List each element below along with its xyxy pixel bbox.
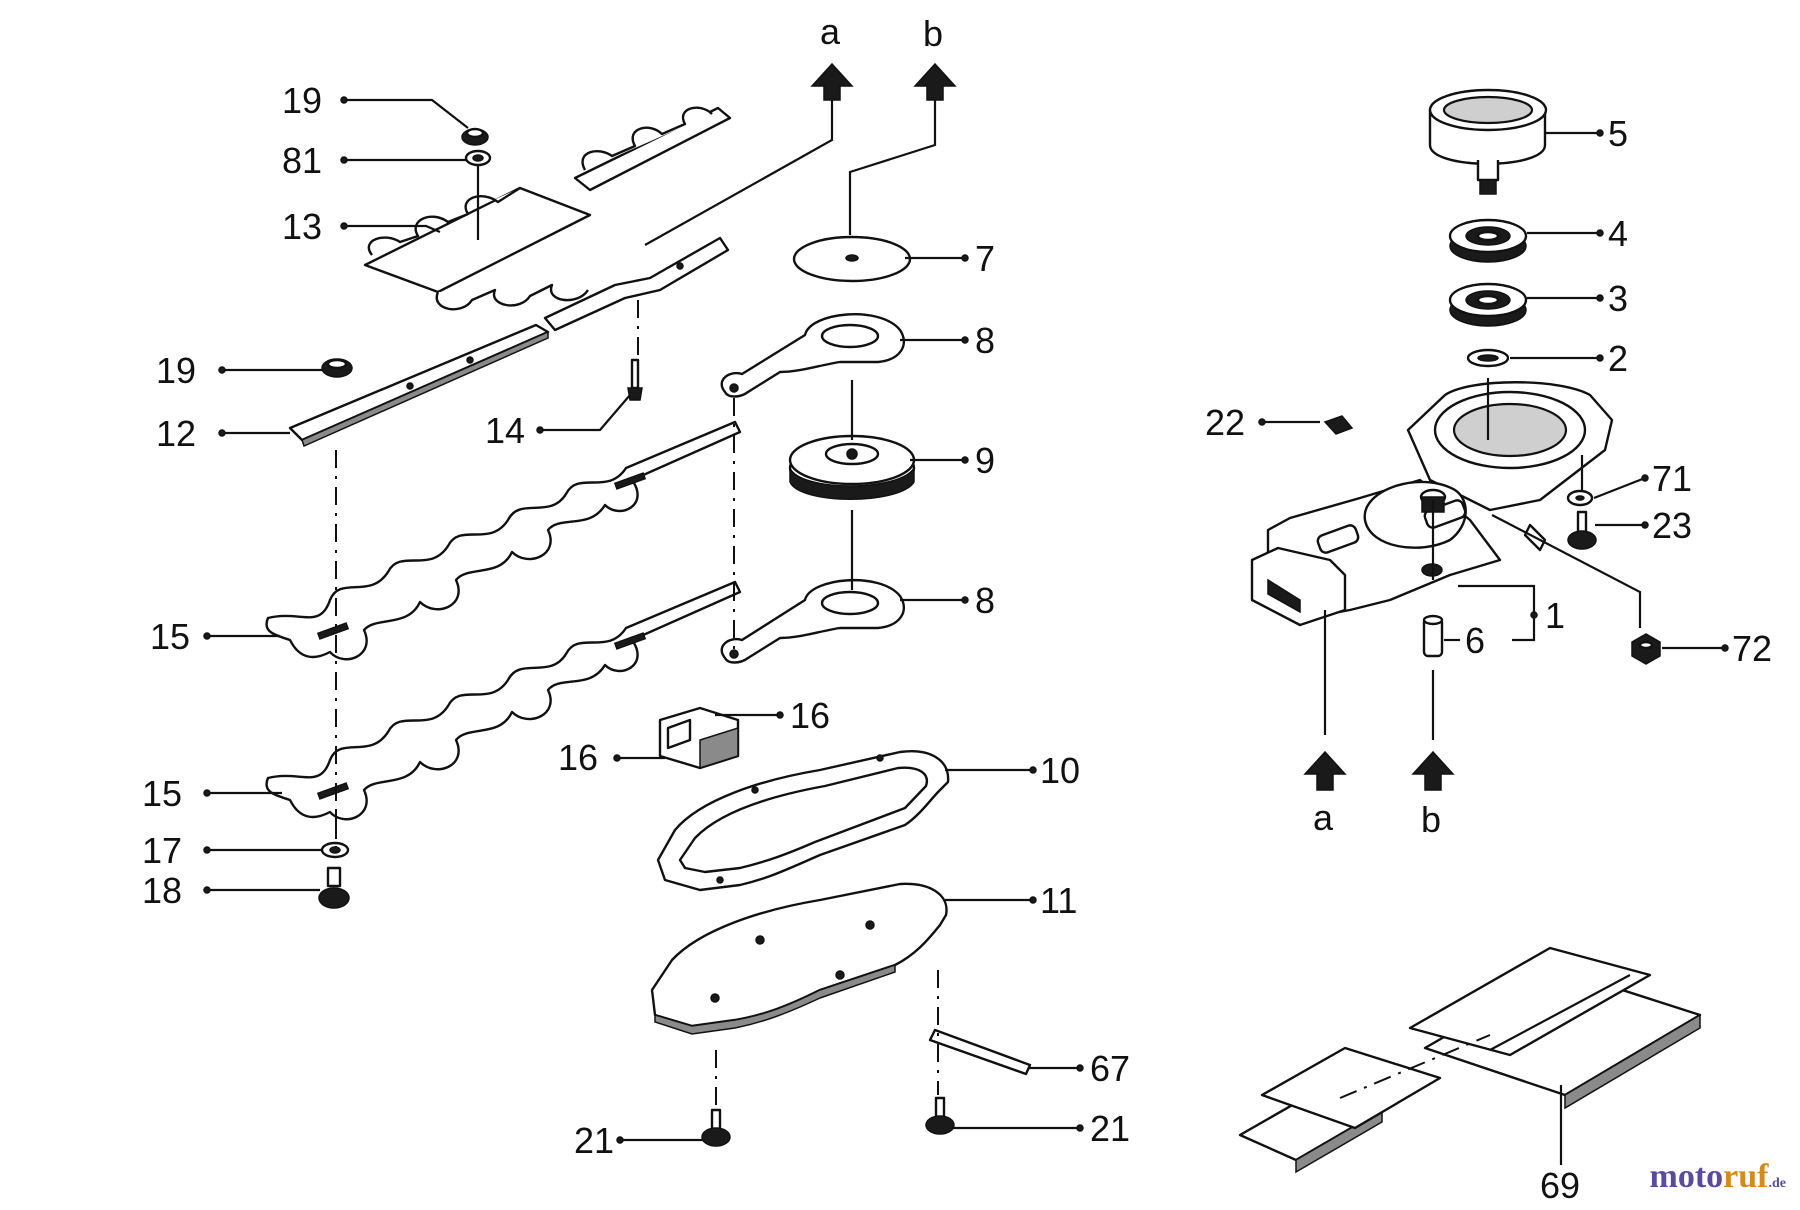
callout-18: 18 — [142, 870, 182, 911]
part-19-nut-top — [461, 127, 489, 146]
part-13-guard-blade — [363, 106, 732, 311]
part-16-clips — [658, 706, 740, 770]
callout-12: 12 — [156, 413, 196, 454]
part-15-cutter-blade-lower — [265, 580, 742, 821]
part-21-screw-right — [925, 1096, 955, 1135]
callout-11: 11 — [1040, 880, 1077, 921]
part-8-cam-plate-upper — [720, 313, 906, 398]
callout-19-top: 19 — [282, 80, 322, 121]
arrow-b-bottom — [1411, 750, 1455, 791]
part-5-cap — [1428, 88, 1548, 195]
part-8-cam-plate-lower — [720, 578, 906, 664]
connector-b-bottom: b — [1421, 799, 1441, 840]
part-12-connecting-bar — [288, 236, 730, 448]
leader-lines — [203, 96, 1729, 1165]
part-3-bearing — [1448, 282, 1528, 327]
part-23-screw — [1567, 510, 1597, 550]
watermark-brand-a: moto — [1649, 1158, 1724, 1195]
part-67-pin — [928, 1028, 1032, 1076]
callout-19-lower: 19 — [156, 350, 196, 391]
part-10-gasket — [656, 750, 950, 892]
callout-14: 14 — [485, 410, 525, 451]
connector-a-bottom: a — [1313, 797, 1334, 838]
part-11-cover-plate — [650, 882, 948, 1035]
callout-15-lower: 15 — [142, 773, 182, 814]
part-4-bearing — [1448, 218, 1528, 263]
callout-7: 7 — [975, 238, 995, 279]
part-17-washer — [320, 841, 350, 859]
arrow-b-top — [913, 62, 957, 101]
callout-17: 17 — [142, 830, 182, 871]
callout-81: 81 — [282, 140, 322, 181]
part-6-pin — [1422, 614, 1444, 658]
callout-22: 22 — [1205, 402, 1245, 443]
callout-23: 23 — [1652, 505, 1692, 546]
callout-8-upper: 8 — [975, 320, 995, 361]
callout-15-upper: 15 — [150, 616, 190, 657]
part-81-washer — [464, 149, 492, 167]
part-9-gear — [788, 434, 916, 500]
callout-10: 10 — [1040, 750, 1080, 791]
callout-9: 9 — [975, 440, 995, 481]
callout-5: 5 — [1608, 113, 1628, 154]
watermark-brand-b: ruf — [1723, 1158, 1769, 1195]
callout-2: 2 — [1608, 338, 1628, 379]
callout-21-right: 21 — [1090, 1108, 1130, 1149]
part-15-cutter-blade-upper — [265, 420, 742, 661]
callout-8-lower: 8 — [975, 580, 995, 621]
part-71-washer — [1566, 489, 1594, 507]
callout-67: 67 — [1090, 1048, 1130, 1089]
callout-13: 13 — [282, 206, 322, 247]
callout-6: 6 — [1465, 620, 1485, 661]
part-2-circlip — [1466, 348, 1510, 368]
callout-71: 71 — [1652, 458, 1692, 499]
part-14-screw — [627, 358, 643, 401]
part-7-disc — [792, 235, 912, 283]
watermark-logo: motoruf.de — [1650, 1158, 1786, 1196]
arrow-a-top — [810, 62, 854, 101]
callout-4: 4 — [1608, 213, 1628, 254]
part-72-nut — [1631, 633, 1661, 665]
watermark-suffix: .de — [1768, 1176, 1787, 1191]
connector-a-top: a — [820, 11, 841, 52]
callout-72: 72 — [1732, 628, 1772, 669]
part-18-bolt — [318, 866, 350, 909]
part-21-screw-left — [701, 1108, 731, 1147]
arrow-a-bottom — [1303, 750, 1347, 791]
part-69-blade-cover — [1238, 946, 1702, 1174]
part-19-nut-lower — [321, 358, 353, 378]
connector-b-top: b — [923, 13, 943, 54]
callout-69: 69 — [1540, 1165, 1580, 1206]
callout-16-right: 16 — [790, 695, 830, 736]
callout-3: 3 — [1608, 278, 1628, 319]
callout-1: 1 — [1545, 595, 1565, 636]
part-22-screw — [1323, 415, 1354, 435]
callout-labels: 19 81 13 19 12 14 15 15 17 18 16 16 7 8 … — [142, 11, 1772, 1206]
callout-21-left: 21 — [574, 1120, 614, 1161]
callout-16-left: 16 — [558, 737, 598, 778]
